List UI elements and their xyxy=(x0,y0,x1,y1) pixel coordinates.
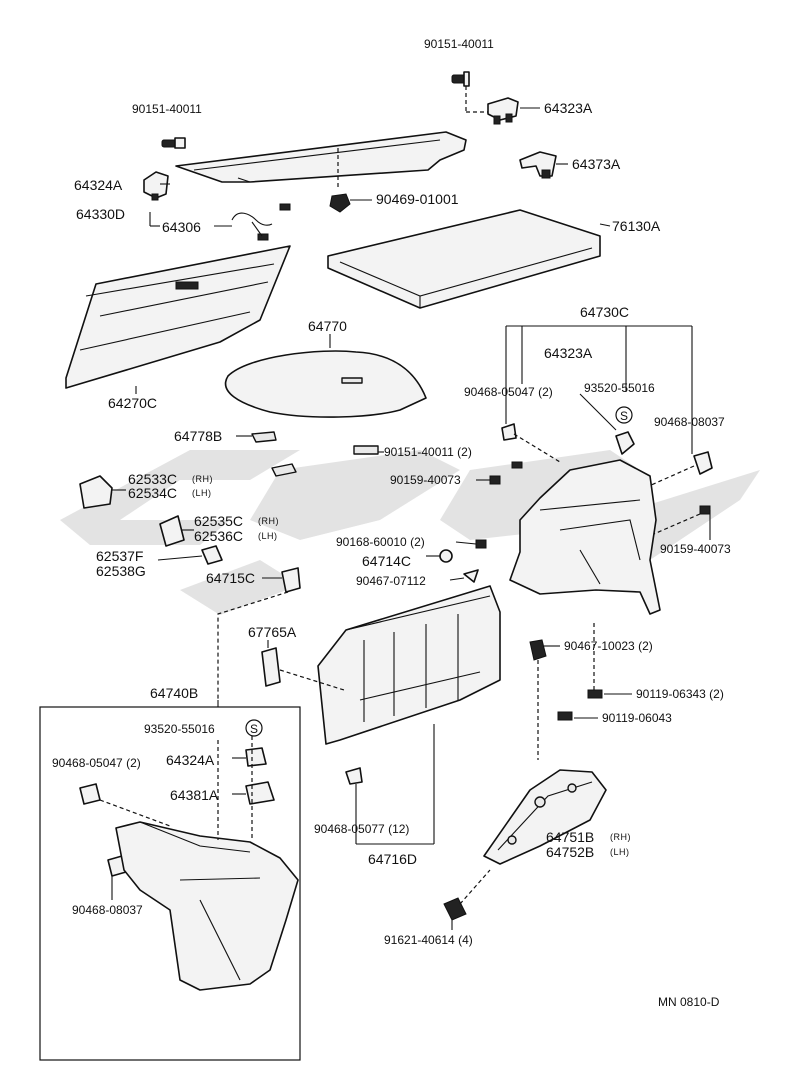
label-62535c-side: (RH) xyxy=(258,516,279,526)
label-90151-40011-left: 90151-40011 xyxy=(132,102,202,116)
s-mark-mid: S xyxy=(620,409,628,423)
footer-code: MN 0810-D xyxy=(658,995,720,1009)
label-64323a-top: 64323A xyxy=(544,100,593,116)
label-62536c: 62536C xyxy=(194,528,243,544)
label-67765a: 67765A xyxy=(248,624,297,640)
label-64730c: 64730C xyxy=(580,304,629,320)
hinge-bracket-64751b xyxy=(483,769,607,865)
label-90468-08037-right: 90468-08037 xyxy=(654,415,725,429)
label-64715c: 64715C xyxy=(206,570,255,586)
label-90468-05047-mid: 90468-05047 (2) xyxy=(464,385,553,399)
label-64778b: 64778B xyxy=(174,428,222,444)
label-62533c: 62533C xyxy=(128,471,177,487)
nut-90168 xyxy=(475,539,487,549)
label-93520-55016-box: 93520-55016 xyxy=(144,722,215,736)
label-62534c-side: (LH) xyxy=(192,488,212,498)
inset-box-64740b xyxy=(39,700,301,1061)
label-90468-08037-box: 90468-08037 xyxy=(72,903,143,917)
clip-64323a-top xyxy=(487,97,519,125)
label-64324a-box: 64324A xyxy=(166,752,215,768)
quarter-panel-64730c xyxy=(509,459,661,615)
label-64270c: 64270C xyxy=(108,395,157,411)
clip-90468-05077 xyxy=(345,724,435,845)
rear-panel-64270c xyxy=(65,245,291,389)
bracket-62535c xyxy=(159,515,185,547)
inset-clip-64324a xyxy=(245,747,267,767)
label-64770: 64770 xyxy=(308,318,347,334)
label-62538g: 62538G xyxy=(96,563,146,579)
label-64324a-top: 64324A xyxy=(74,177,123,193)
label-64752b-side: (LH) xyxy=(610,847,630,857)
inset-clip-64381a xyxy=(245,781,275,805)
bolt-90151-left xyxy=(161,137,186,149)
label-90469-01001: 90469-01001 xyxy=(376,191,459,207)
small-pad-64778b xyxy=(251,431,277,443)
bolt-91621 xyxy=(443,869,491,921)
clip-64323a-mid: S xyxy=(615,406,635,455)
bolt-90119-06043 xyxy=(557,711,573,721)
screw-90151-2 xyxy=(511,461,523,469)
label-90151-40011-top: 90151-40011 xyxy=(424,37,494,51)
label-64716d: 64716D xyxy=(368,851,417,867)
package-tray-trim xyxy=(175,131,467,190)
clip-62537f xyxy=(201,545,223,565)
label-64751b-side: (RH) xyxy=(610,832,631,842)
label-64752b: 64752B xyxy=(546,844,594,860)
hinge-64324a-top xyxy=(143,171,169,201)
label-93520-55016-mid: 93520-55016 xyxy=(584,381,655,395)
plug-64714c xyxy=(439,549,453,563)
label-76130a: 76130A xyxy=(612,218,661,234)
clip-90468-mid xyxy=(501,423,561,463)
bolt-90151-top xyxy=(451,71,492,113)
label-90468-05077: 90468-05077 (12) xyxy=(314,822,409,836)
floor-mat-64770 xyxy=(225,350,427,418)
bracket-lines-64730c xyxy=(505,325,693,454)
clip-90467-07112 xyxy=(463,569,479,583)
label-62535c: 62535C xyxy=(194,513,243,529)
clip-67765a xyxy=(261,647,345,691)
label-90159-40073-right: 90159-40073 xyxy=(660,542,731,556)
label-90467-10023: 90467-10023 (2) xyxy=(564,639,653,653)
fastener-90469 xyxy=(329,193,351,213)
label-64373a: 64373A xyxy=(572,156,621,172)
label-64306: 64306 xyxy=(162,219,201,235)
pad-90151 xyxy=(353,445,379,455)
label-64330d: 64330D xyxy=(76,206,125,222)
leader-lines xyxy=(111,107,711,930)
screw-90159-mid xyxy=(489,475,501,485)
label-62536c-side: (LH) xyxy=(258,531,278,541)
label-64751b: 64751B xyxy=(546,829,594,845)
trunk-lid-panel-76130a xyxy=(327,209,601,309)
cable-64306 xyxy=(231,203,291,241)
small-pad-2 xyxy=(271,463,297,477)
clip-64715c xyxy=(217,567,301,700)
clip-64373a xyxy=(519,151,557,179)
label-90168-60010: 90168-60010 (2) xyxy=(336,535,425,549)
label-90119-06043: 90119-06043 xyxy=(602,711,672,725)
label-90151-40011-2: 90151-40011 (2) xyxy=(384,445,472,459)
inset-clip-90468-05047 xyxy=(79,783,171,827)
label-64323a-mid: 64323A xyxy=(544,345,593,361)
labels: 90151-40011 64323A 90151-40011 64373A 64… xyxy=(52,37,731,1009)
bracket-62533c xyxy=(79,475,113,509)
s-mark-box: S xyxy=(250,722,258,736)
label-64381a: 64381A xyxy=(170,787,219,803)
label-90467-07112: 90467-07112 xyxy=(356,574,426,588)
label-62533c-side: (RH) xyxy=(192,474,213,484)
label-90159-40073-mid: 90159-40073 xyxy=(390,473,461,487)
label-90468-05047-box: 90468-05047 (2) xyxy=(52,756,141,770)
bolt-90119-06343 xyxy=(587,620,603,699)
inset-housing-64740b xyxy=(115,736,299,991)
clip-90467-10023 xyxy=(529,639,547,760)
label-62534c: 62534C xyxy=(128,485,177,501)
label-62537f: 62537F xyxy=(96,548,143,564)
label-64740b: 64740B xyxy=(150,685,198,701)
label-64714c: 64714C xyxy=(362,553,411,569)
trunk-partition-64716d xyxy=(317,585,501,745)
label-91621-40614: 91621-40614 (4) xyxy=(384,933,473,947)
label-90119-06343: 90119-06343 (2) xyxy=(636,687,724,701)
inset-s-mark: S xyxy=(245,719,263,737)
